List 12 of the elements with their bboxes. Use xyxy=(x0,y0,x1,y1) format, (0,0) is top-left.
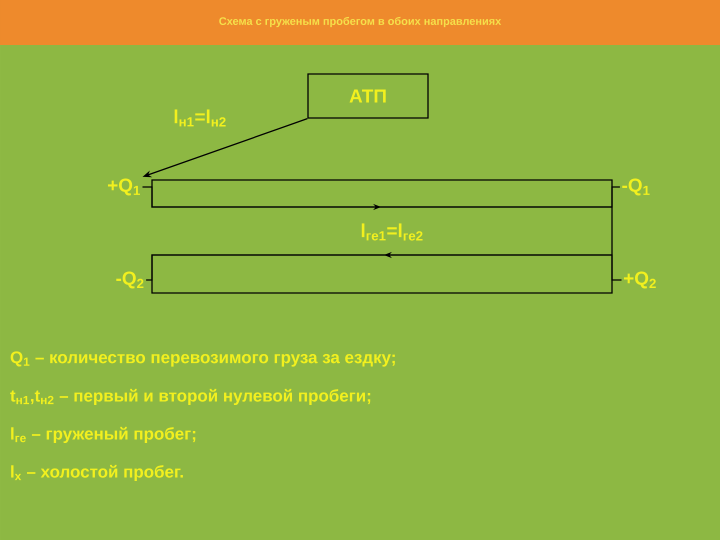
legend-text: Q$_{1}$ – количество перевозимого груза за ездку; xyxy=(10,351,395,367)
point-label: -Q$_{1}$ xyxy=(622,178,650,196)
process-box: АТП xyxy=(307,73,429,119)
legend-text: l$_{ге}$ – груженый пробег; xyxy=(11,426,196,444)
edge-label: l$_{ге1}$=l$_{ге2}$ xyxy=(362,223,423,241)
title-banner: Схема с груженым пробегом в обоих направлениях xyxy=(0,0,720,45)
point-label: -Q$_{2}$ xyxy=(116,272,144,288)
point-label: +Q$_{2}$ xyxy=(624,272,656,288)
point-label: +Q$_{1}$ xyxy=(108,178,140,196)
legend-text: l$_{x}$ – холостой пробег. xyxy=(11,464,183,482)
legend-text: t$_{н1}$,t$_{н2}$ – первый и второй нулевой пробеги; xyxy=(10,388,370,406)
edge-label: l$_{н1}$=l$_{н2}$ xyxy=(174,109,226,127)
